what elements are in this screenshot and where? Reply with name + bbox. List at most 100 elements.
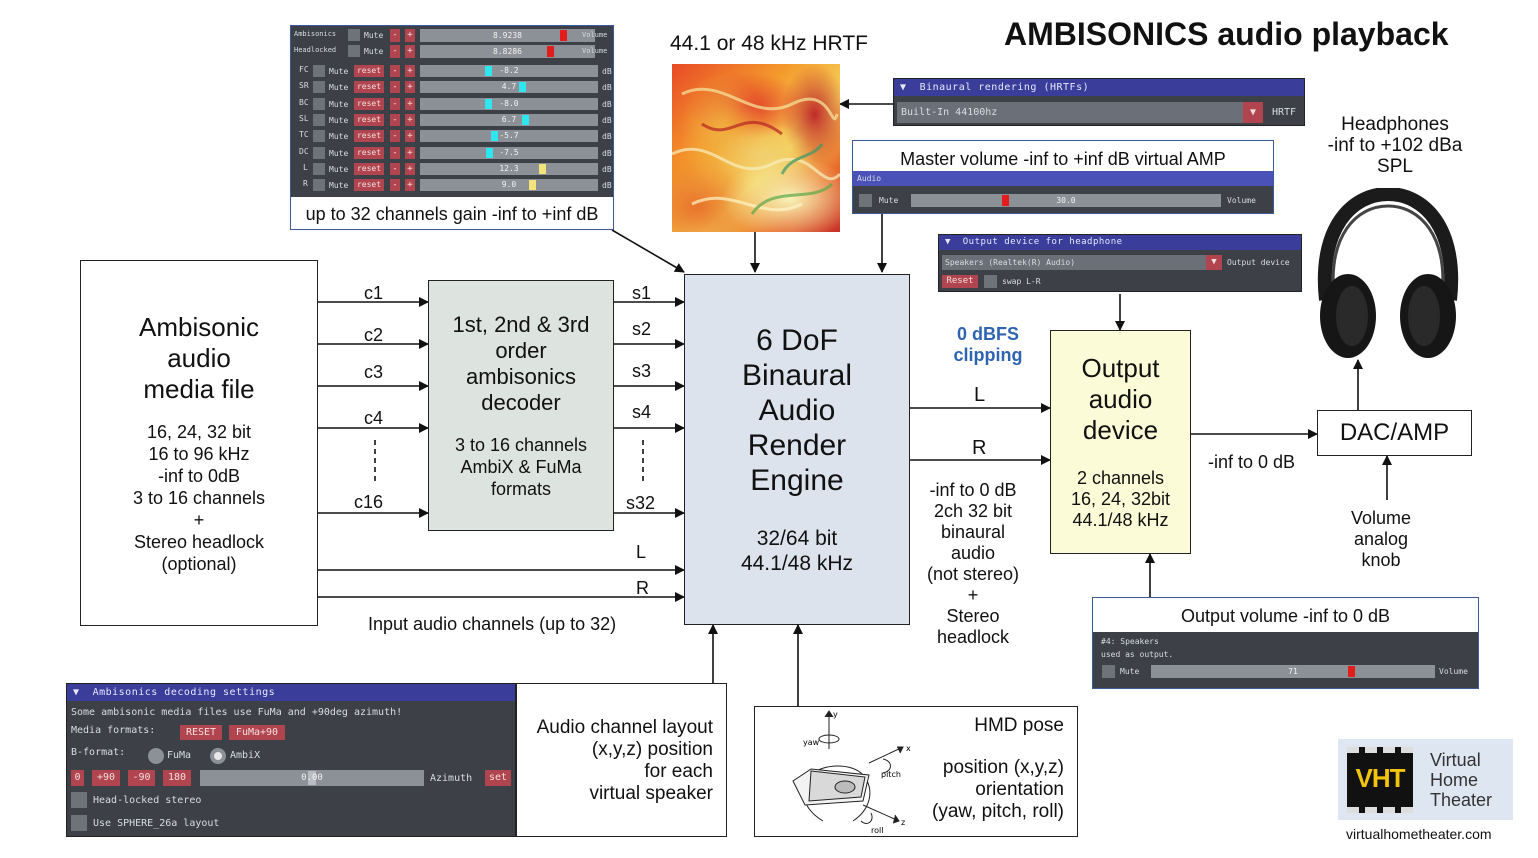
channel-gain-slider[interactable]: 12.3 [420,162,598,175]
dropdown-arrow-icon[interactable]: ▼ [1243,102,1263,123]
output-mute-checkbox[interactable] [1102,665,1115,678]
azimuth-180-button[interactable]: 180 [163,770,191,786]
decrement-button[interactable]: - [390,29,400,42]
channel-gain-slider[interactable]: 6.7 [420,113,598,126]
slider-grab[interactable] [560,30,567,41]
mute-label: Mute [329,83,349,93]
mute-checkbox[interactable] [348,29,360,41]
increment-button[interactable]: + [405,45,415,58]
increment-button[interactable]: + [405,81,415,94]
slider-grab[interactable] [308,771,316,785]
reset-button[interactable]: reset [354,179,384,192]
output-reset-button[interactable]: Reset [942,275,978,288]
master-mute-checkbox[interactable] [859,194,872,207]
increment-button[interactable]: + [405,146,415,159]
slider-grab[interactable] [485,98,492,109]
hrtf-select-label: HRTF [1272,107,1297,118]
mute-checkbox[interactable] [313,113,325,126]
increment-button[interactable]: + [405,65,415,77]
slider-grab[interactable] [1348,666,1355,677]
reset-button[interactable]: reset [354,162,384,175]
slider-grab[interactable] [539,163,546,174]
media-file-box: Ambisonic audio media file 16, 24, 32 bi… [80,260,318,626]
output-volume-slider[interactable]: 71 [1151,665,1435,678]
channel-gain-caption: up to 32 channels gain -inf to +inf dB [305,204,599,224]
reset-button[interactable]: reset [354,113,384,126]
dropdown-arrow-icon[interactable]: ▼ [1206,255,1222,270]
decrement-button[interactable]: - [390,45,400,58]
azimuth-plus90-button[interactable]: +90 [92,770,120,786]
collapse-arrow-icon[interactable]: ▼ [900,82,907,93]
binaural-panel-title[interactable]: ▼ Binaural rendering (HRTFs) [894,79,1304,96]
slider-grab[interactable] [547,46,554,57]
decrement-button[interactable]: - [390,162,400,175]
channel-gain-slider[interactable]: 9.0 [420,179,598,192]
decoding-panel-title[interactable]: ▼ Ambisonics decoding settings [67,684,515,701]
output-device-select[interactable]: Speakers (Realtek(R) Audio) ▼ [942,255,1222,270]
master-row-slider[interactable]: 8.9238 [420,29,595,42]
slider-grab[interactable] [529,180,536,191]
hrtf-select[interactable]: Built-In 44100hz ▼ [897,102,1263,123]
decrement-button[interactable]: - [390,81,400,94]
decrement-button[interactable]: - [390,179,400,192]
increment-button[interactable]: + [405,179,415,192]
mute-checkbox[interactable] [313,97,325,110]
fuma90-button[interactable]: FuMa+90 [229,725,285,740]
azimuth-minus90-button[interactable]: -90 [128,770,155,786]
mute-checkbox[interactable] [313,81,325,94]
slider-grab[interactable] [522,114,529,125]
binaural-panel-title-text: Binaural rendering (HRTFs) [919,82,1090,93]
slider-grab[interactable] [519,82,526,93]
decrement-button[interactable]: - [390,113,400,126]
mute-checkbox[interactable] [313,130,325,143]
increment-button[interactable]: + [405,162,415,175]
decrement-button[interactable]: - [390,130,400,143]
reset-button[interactable]: reset [354,81,384,94]
swap-lr-checkbox[interactable] [984,275,997,288]
mute-label: Mute [329,67,349,76]
mute-checkbox[interactable] [313,162,325,175]
ambix-radio[interactable] [210,748,226,764]
slider-grab[interactable] [1002,195,1009,206]
fuma-radio[interactable] [148,748,164,764]
reset-button[interactable]: reset [354,130,384,143]
mute-checkbox[interactable] [313,146,325,159]
slider-grab[interactable] [485,66,492,76]
slider-grab[interactable] [486,147,493,158]
azimuth-slider[interactable]: 0.00 [200,770,424,786]
reset-button[interactable]: reset [354,146,384,159]
increment-button[interactable]: + [405,29,415,42]
channel-gain-slider[interactable]: -7.5 [420,146,598,159]
output-device-panel-title[interactable]: ▼ Output device for headphone [939,235,1301,250]
channel-gain-slider[interactable]: -5.7 [420,130,598,143]
reset-button[interactable]: reset [354,97,384,110]
increment-button[interactable]: + [405,97,415,110]
master-volume-slider[interactable]: 30.0 [911,194,1221,207]
increment-button[interactable]: + [405,113,415,126]
collapse-arrow-icon[interactable]: ▼ [73,687,80,698]
head-locked-checkbox[interactable] [71,792,87,808]
channel-gain-slider[interactable]: -8.2 [420,65,598,77]
collapse-arrow-icon[interactable]: ▼ [945,237,951,247]
mute-checkbox[interactable] [313,179,325,192]
volume-knob-label: Volume analog knob [1350,508,1412,570]
format-reset-button[interactable]: RESET [180,725,222,740]
vht-abbr: VHT [1355,763,1406,793]
decoding-panel-title-text: Ambisonics decoding settings [92,687,276,698]
headphones-label: Headphones -inf to +102 dBa SPL [1327,114,1463,177]
decrement-button[interactable]: - [390,97,400,110]
increment-button[interactable]: + [405,130,415,143]
slider-grab[interactable] [491,131,498,142]
channel-row-label: SR [299,81,309,91]
channel-gain-slider[interactable]: 4.7 [420,81,598,94]
azimuth-set-button[interactable]: set [485,770,511,786]
reset-button[interactable]: reset [354,65,384,77]
azimuth-0-button[interactable]: 0 [71,770,84,786]
channel-gain-slider[interactable]: -8.0 [420,97,598,110]
decrement-button[interactable]: - [390,65,400,77]
mute-checkbox[interactable] [348,45,360,57]
master-row-slider[interactable]: 8.8286 [420,45,595,58]
mute-checkbox[interactable] [313,65,325,77]
sphere-layout-checkbox[interactable] [71,815,87,831]
decrement-button[interactable]: - [390,146,400,159]
